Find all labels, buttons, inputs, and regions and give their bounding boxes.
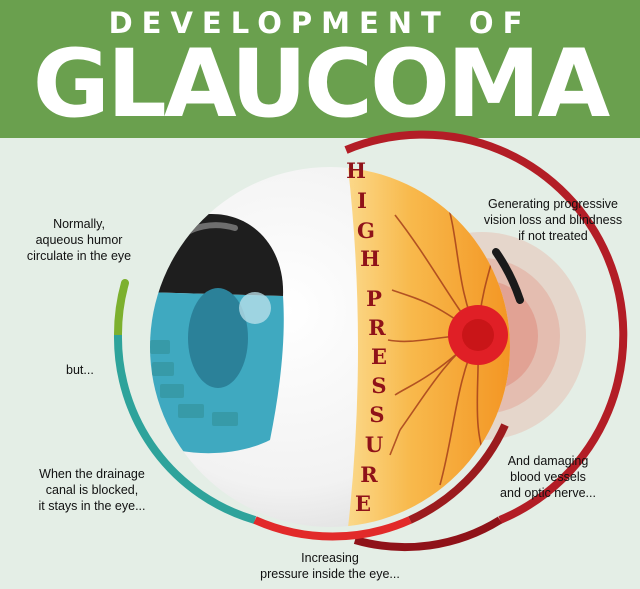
pressure-letter: H: [346, 158, 366, 183]
annotation-line: vision loss and blindness: [483, 213, 623, 227]
annotation-pressure: Increasing pressure inside the eye...: [240, 550, 420, 582]
annotation-normal: Normally, aqueous humor circulate in the…: [14, 216, 144, 264]
pressure-letters: H I G H P R E S S U R E: [346, 158, 387, 516]
eye-rim-dark: [353, 516, 503, 552]
stage-arc-pressure: [253, 516, 412, 541]
annotation-line: Normally,: [53, 217, 105, 231]
pressure-letter: P: [366, 286, 382, 311]
annotation-line: canal is blocked,: [45, 483, 139, 497]
annotation-blocked: When the drainage canal is blocked, it s…: [22, 466, 162, 514]
pressure-letter: I: [357, 188, 367, 213]
annotation-but: but...: [66, 362, 94, 378]
annotation-line: aqueous humor: [35, 233, 123, 247]
title-subtitle: DEVELOPMENT OF: [108, 6, 532, 40]
annotation-line: And damaging: [507, 454, 589, 468]
annotation-damage: And damaging blood vessels and optic ner…: [478, 453, 618, 501]
pressure-letter: H: [360, 246, 380, 271]
annotation-line: When the drainage: [39, 467, 145, 481]
annotation-line: if not treated: [518, 229, 588, 243]
iris-segments: [150, 340, 238, 426]
annotation-line: Increasing: [301, 551, 359, 565]
annotation-line: it stays in the eye...: [38, 499, 146, 513]
annotation-line: circulate in the eye: [26, 249, 132, 263]
pressure-letter: R: [360, 462, 378, 487]
pressure-letter: R: [368, 315, 386, 340]
annotation-line: and optic nerve...: [500, 486, 596, 500]
annotation-vision-loss: Generating progressive vision loss and b…: [470, 196, 636, 244]
annotation-line: Generating progressive: [488, 197, 618, 211]
pressure-letter: E: [355, 491, 371, 516]
pressure-letter: G: [357, 218, 375, 243]
stage-arc-normal: [113, 279, 129, 339]
pressure-letter: U: [365, 432, 383, 457]
pressure-letter: E: [371, 344, 387, 369]
stage-arc-damage: [408, 423, 509, 524]
stage-arc-blocked: [113, 334, 257, 524]
pupil: [188, 288, 248, 388]
stage-arc-vision-loss: [492, 248, 524, 304]
annotation-line: blood vessels: [510, 470, 586, 484]
annotation-line: pressure inside the eye...: [260, 567, 400, 581]
optic-nerve-center: [462, 319, 494, 351]
annotation-line: but...: [66, 363, 94, 377]
iris-reflection: [239, 292, 271, 324]
title-banner: DEVELOPMENT OF GLAUCOMA: [0, 0, 640, 139]
pressure-letter: S: [371, 373, 386, 398]
title-main: GLAUCOMA: [32, 30, 610, 139]
pressure-letter: S: [369, 402, 384, 427]
eye-outer-rim: [344, 130, 628, 524]
